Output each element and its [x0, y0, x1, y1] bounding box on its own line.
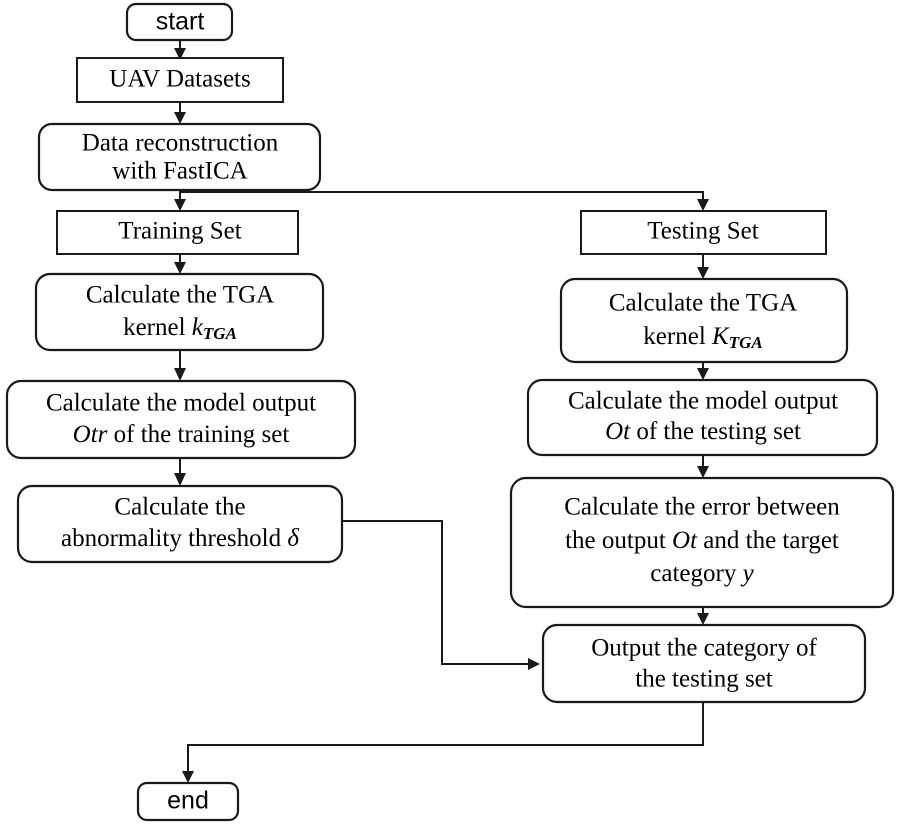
threshold-line2-var: δ	[287, 525, 299, 552]
node-training-set[interactable]: Training Set	[56, 210, 299, 255]
end-node-label: end	[167, 787, 209, 815]
threshold-line2-pre: abnormality threshold	[61, 525, 287, 552]
test-output-node-shape[interactable]	[526, 378, 879, 457]
test-output-line2: Ot of the testing set	[605, 418, 801, 445]
output-category-node-shape[interactable]	[541, 623, 867, 704]
train-kernel-line2-sub: TGA	[203, 324, 237, 343]
edge-data-reconstruction-to-testing-set	[180, 191, 709, 211]
test-kernel-line2: kernel KTGA	[643, 323, 762, 352]
error-line3: category y	[650, 560, 754, 587]
test-output-line2-var: Ot	[605, 418, 631, 445]
test-kernel-line1: Calculate the TGA	[609, 290, 797, 317]
node-error[interactable]: Calculate the error between the output O…	[509, 476, 895, 609]
node-output-category[interactable]: Output the category of the testing set	[541, 623, 867, 704]
train-kernel-line1: Calculate the TGA	[86, 282, 274, 309]
training-set-node-label: Training Set	[118, 218, 241, 245]
error-node-shape[interactable]	[509, 476, 895, 609]
output-category-line2: the testing set	[635, 666, 773, 693]
edge-train-kernel-to-train-output	[174, 350, 186, 381]
edge-start-to-uav-datasets	[174, 40, 186, 60]
node-data-reconstruction[interactable]: Data reconstruction with FastICA	[37, 122, 322, 192]
threshold-line1: Calculate the	[114, 494, 245, 521]
train-kernel-line2-var: k	[192, 314, 204, 341]
node-testing-set[interactable]: Testing Set	[580, 210, 827, 255]
edge-test-output-to-error	[697, 455, 709, 478]
error-line3-pre: category	[650, 560, 742, 587]
test-kernel-line2-sub: TGA	[729, 333, 763, 352]
error-line2-var: Ot	[672, 527, 698, 554]
edge-train-output-to-threshold	[174, 458, 186, 486]
node-threshold[interactable]: Calculate the abnormality threshold δ	[16, 484, 344, 564]
edge-test-kernel-to-test-output	[697, 362, 709, 380]
data-reconstruction-line1: Data reconstruction	[82, 130, 279, 157]
test-output-line1: Calculate the model output	[568, 388, 838, 415]
error-line2: the output Ot and the target	[565, 527, 839, 554]
edge-testing-set-to-test-kernel	[697, 254, 709, 279]
node-test-output[interactable]: Calculate the model output Ot of the tes…	[526, 378, 879, 457]
test-kernel-line2-pre: kernel	[643, 323, 712, 350]
node-train-output[interactable]: Calculate the model output Otr of the tr…	[5, 379, 357, 460]
error-line2-post: and the target	[697, 527, 839, 554]
test-kernel-line2-var: K	[711, 323, 730, 350]
error-line2-pre: the output	[565, 527, 672, 554]
node-test-kernel[interactable]: Calculate the TGA kernel KTGA	[559, 277, 849, 364]
train-kernel-line2-pre: kernel	[123, 314, 192, 341]
train-output-node-shape[interactable]	[5, 379, 357, 460]
train-kernel-line2: kernel kTGA	[123, 314, 237, 343]
training-set-node-shape[interactable]	[56, 210, 299, 255]
threshold-line2: abnormality threshold δ	[61, 525, 299, 552]
node-uav-datasets[interactable]: UAV Datasets	[76, 57, 284, 103]
edge-output-category-to-end	[182, 702, 704, 783]
uav-datasets-node-label: UAV Datasets	[109, 66, 250, 93]
start-node-label: start	[156, 8, 205, 36]
threshold-node-shape[interactable]	[16, 484, 344, 564]
edge-uav-datasets-to-data-reconstruction	[174, 102, 186, 124]
node-start[interactable]: start	[125, 2, 234, 42]
edge-error-to-output-category	[697, 607, 709, 625]
train-output-line2-var: Otr	[73, 421, 108, 448]
node-layer: start UAV Datasets Data reconstruction w…	[5, 2, 895, 822]
testing-set-node-shape[interactable]	[580, 210, 827, 255]
end-node-shape[interactable]	[136, 781, 240, 822]
test-kernel-node-shape[interactable]	[559, 277, 849, 364]
data-reconstruction-line2: with FastICA	[112, 158, 247, 185]
error-line3-var: y	[740, 560, 755, 587]
error-line1: Calculate the error between	[564, 494, 840, 521]
train-output-line2-post: of the training set	[107, 421, 289, 448]
node-end[interactable]: end	[136, 781, 240, 822]
output-category-line1: Output the category of	[591, 635, 817, 662]
data-reconstruction-node-shape[interactable]	[37, 122, 322, 192]
edge-data-reconstruction-to-training-set	[174, 190, 186, 211]
testing-set-node-label: Testing Set	[647, 218, 758, 245]
edge-threshold-to-output-category	[342, 520, 540, 670]
start-node-shape[interactable]	[125, 2, 234, 42]
train-kernel-node-shape[interactable]	[34, 272, 325, 352]
node-train-kernel[interactable]: Calculate the TGA kernel kTGA	[34, 272, 325, 352]
train-output-line1: Calculate the model output	[46, 390, 316, 417]
connector-layer	[174, 40, 709, 783]
train-output-line2: Otr of the training set	[73, 421, 290, 448]
uav-datasets-node-shape[interactable]	[76, 57, 284, 103]
test-output-line2-post: of the testing set	[630, 418, 801, 445]
edge-training-set-to-train-kernel	[174, 254, 186, 274]
